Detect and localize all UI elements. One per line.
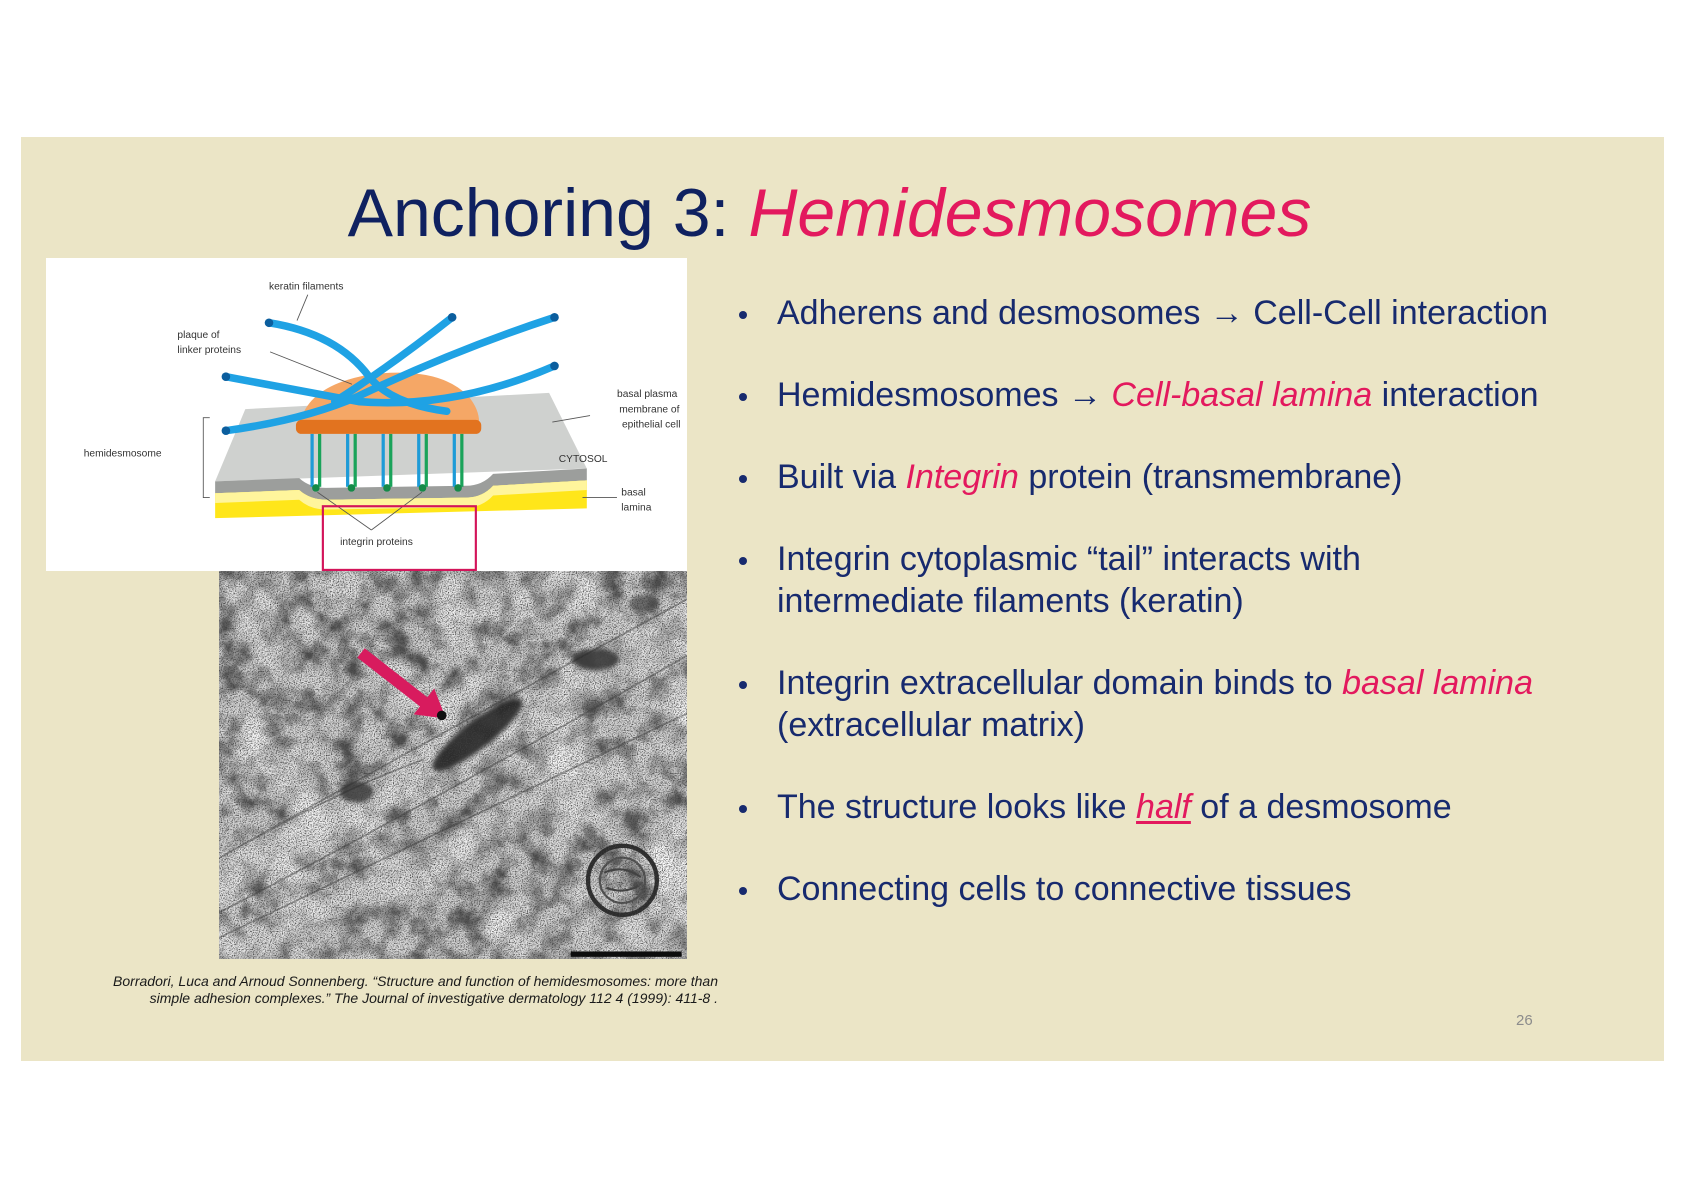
linker-plaque-bar [295,419,482,434]
keratin-filaments [222,313,559,435]
title-emphasis: Hemidesmosomes [748,175,1312,251]
keratin-filament [330,313,456,406]
hemidesmosome-diagram: keratin filaments plaque of linker prote… [46,258,687,571]
bullet-text: Adherens and desmosomes → Cell-Cell inte… [777,294,1549,332]
label-membrane-line3: epithelial cell [622,419,681,430]
integrin-highlight-box [321,505,477,571]
bullet-emphasis: Cell-basal lamina [1111,376,1373,414]
bullet-text: Hemidesmosomes → [777,376,1112,414]
hemidesmosome-bracket [202,417,210,499]
label-plaque-line2: linker proteins [177,345,241,356]
bullet-text: Connecting cells to connective tissues [777,870,1352,908]
citation-line1: Borradori, Luca and Arnoud Sonnenberg. “… [113,973,718,989]
citation-line2: simple adhesion complexes.” The Journal … [149,990,718,1006]
electron-micrograph [219,571,687,959]
bullet-text-line1: Integrin extracellular domain binds to b… [777,662,1548,704]
filament-end-cap [447,313,457,322]
label-basal-lamina-line2: lamina [621,503,651,514]
filament-end-cap [550,313,559,322]
bullet-text: protein (transmembrane) [1018,458,1403,496]
bullet-item: Built via Integrin protein (transmembran… [739,456,1548,498]
bullet-text: Integrin extracellular domain binds to [777,664,1343,702]
leader-lines [202,294,617,531]
bullet-dot [739,557,747,565]
filament-end-cap [264,318,274,328]
slide-title: Anchoring 3: Hemidesmosomes [21,173,1638,253]
bullet-emphasis: basal lamina [1342,664,1533,702]
basal-lamina-top [215,480,587,510]
integrin-protein [417,433,428,492]
page-number: 26 [1516,1012,1533,1029]
keratin-filament [222,362,559,407]
integrin-protein [452,433,464,492]
slide: Anchoring 3: Hemidesmosomes [21,137,1664,1061]
label-plaque-line1: plaque of [177,330,219,341]
keratin-filament [222,313,559,435]
filament-end-caps [221,313,559,436]
bullet-dot [739,681,747,689]
integrin-proteins [310,433,464,492]
label-integrin-proteins: integrin proteins [340,537,413,548]
bullet-text: interaction [1372,376,1539,414]
integrin-protein [310,433,322,492]
pointer-arrow [357,648,447,719]
bullet-text: Built via [777,458,906,496]
dense-dot [436,710,447,721]
label-membrane-line2: membrane of [619,404,679,415]
bullet-emphasis-underlined: half [1136,788,1191,826]
bullet-dot [739,887,747,895]
micrograph-canvas [219,571,687,959]
membrane-front-edge [215,468,587,500]
bullet-text-line1: Integrin cytoplasmic “tail” interacts wi… [777,540,1361,578]
scale-bar [570,951,682,957]
bullet-item: Adherens and desmosomes → Cell-Cell inte… [739,292,1548,334]
bullet-item: Connecting cells to connective tissues [739,868,1548,910]
label-hemidesmosome: hemidesmosome [84,449,162,460]
label-keratin-filaments: keratin filaments [269,281,343,292]
bullet-dot [739,475,747,483]
filament-end-cap [221,426,231,436]
bullet-text-line2: (extracellular matrix) [777,706,1085,744]
bullet-item: The structure looks like half of a desmo… [739,786,1548,828]
filament-end-cap [550,361,559,371]
bullet-text: The structure looks like [777,788,1137,826]
bullet-dot [739,805,747,813]
bullet-item: Integrin extracellular domain binds to b… [739,662,1548,746]
citation: Borradori, Luca and Arnoud Sonnenberg. “… [38,973,718,1007]
filament-end-cap [221,372,231,382]
bullet-emphasis: Integrin [905,458,1019,496]
title-prefix: Anchoring 3: [347,175,749,251]
bullet-dot [739,311,747,319]
bullet-item: Integrin cytoplasmic “tail” interacts wi… [739,538,1548,622]
bullet-dot [739,393,747,401]
bullet-item: Hemidesmosomes → Cell-basal lamina inter… [739,374,1548,416]
label-basal-lamina-line1: basal [621,487,645,498]
label-cytosol: CYTOSOL [559,454,608,465]
integrin-protein [346,433,357,492]
bullet-list: Adherens and desmosomes → Cell-Cell inte… [739,292,1548,950]
bullet-text-line2: intermediate filaments (keratin) [777,582,1244,620]
label-membrane-line1: basal plasma [617,389,678,400]
bullet-text: of a desmosome [1190,788,1452,826]
integrin-protein [381,433,393,492]
micrograph-grain [219,571,687,959]
diagram-canvas: keratin filaments plaque of linker prote… [84,281,681,571]
